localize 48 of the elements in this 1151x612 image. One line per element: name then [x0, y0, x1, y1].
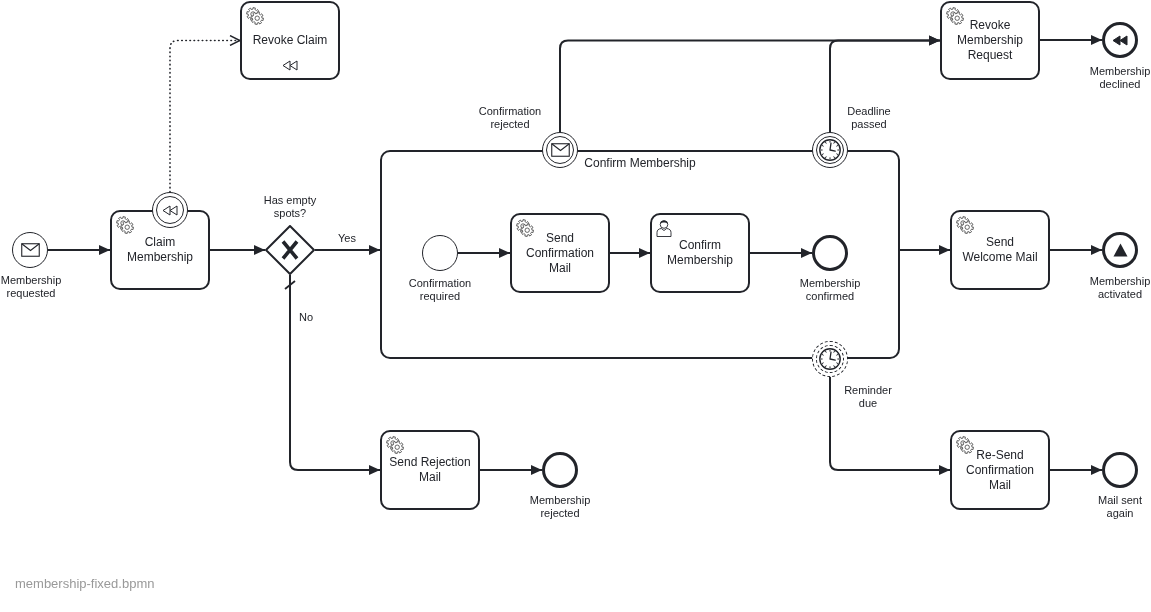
event-label: Membership activated — [1089, 275, 1151, 301]
sequence-flow-arrow — [829, 376, 951, 475]
file-name-label: membership-fixed.bpmn — [15, 576, 155, 592]
task-label: Revoke Membership Request — [956, 18, 1024, 63]
subprocess-title: Confirm Membership — [584, 156, 696, 171]
event-label: Deadline passed — [846, 105, 892, 131]
task-label: Send Confirmation Mail — [525, 230, 595, 276]
event-label: Reminder due — [843, 384, 893, 410]
subprocess-box — [380, 150, 900, 359]
event-label: Mail sent again — [1097, 494, 1143, 520]
task-label: Send Welcome Mail — [961, 235, 1039, 265]
task-box — [110, 210, 210, 290]
sequence-flow-arrow — [47, 245, 111, 255]
sequence-flow-arrow — [479, 465, 543, 475]
task-label: Re-Send Confirmation Mail — [965, 447, 1035, 493]
edge-label: Yes — [337, 231, 357, 245]
gateway-label: Has empty spots? — [262, 194, 318, 220]
sequence-flow-arrow — [457, 248, 511, 258]
sequence-flow-arrow — [1049, 245, 1103, 255]
event-label: Confirmation required — [408, 277, 472, 303]
task-box — [510, 213, 610, 293]
sequence-flow-arrow — [1039, 35, 1103, 45]
sequence-flow-arrow — [209, 245, 266, 255]
sequence-flow-arrow — [609, 248, 651, 258]
sequence-flow-arrow — [1049, 465, 1103, 475]
sequence-flow-arrow — [314, 245, 381, 255]
task-label: Confirm Membership — [666, 238, 734, 268]
edge-label: No — [297, 310, 315, 324]
task-box — [650, 213, 750, 293]
event-label: Membership declined — [1089, 65, 1151, 91]
task-label: Send Rejection Mail — [388, 455, 472, 485]
task-box — [950, 430, 1050, 510]
dotted-association-arrow — [169, 34, 241, 193]
sequence-flow-arrow — [289, 274, 381, 475]
event-label: Membership rejected — [529, 494, 591, 520]
task-box — [940, 1, 1040, 80]
sequence-flow-arrow — [749, 248, 813, 258]
event-label: Membership confirmed — [799, 277, 861, 303]
event-label: Confirmation rejected — [478, 105, 542, 131]
sequence-flow-arrow — [829, 35, 941, 133]
task-box — [240, 1, 340, 80]
task-label: Revoke Claim — [252, 33, 328, 48]
task-label: Claim Membership — [126, 235, 194, 265]
gateway-diamond — [265, 225, 315, 275]
task-box — [380, 430, 480, 510]
sequence-flow-arrow — [899, 245, 951, 255]
event-label: Membership requested — [0, 274, 62, 300]
task-box — [950, 210, 1050, 290]
